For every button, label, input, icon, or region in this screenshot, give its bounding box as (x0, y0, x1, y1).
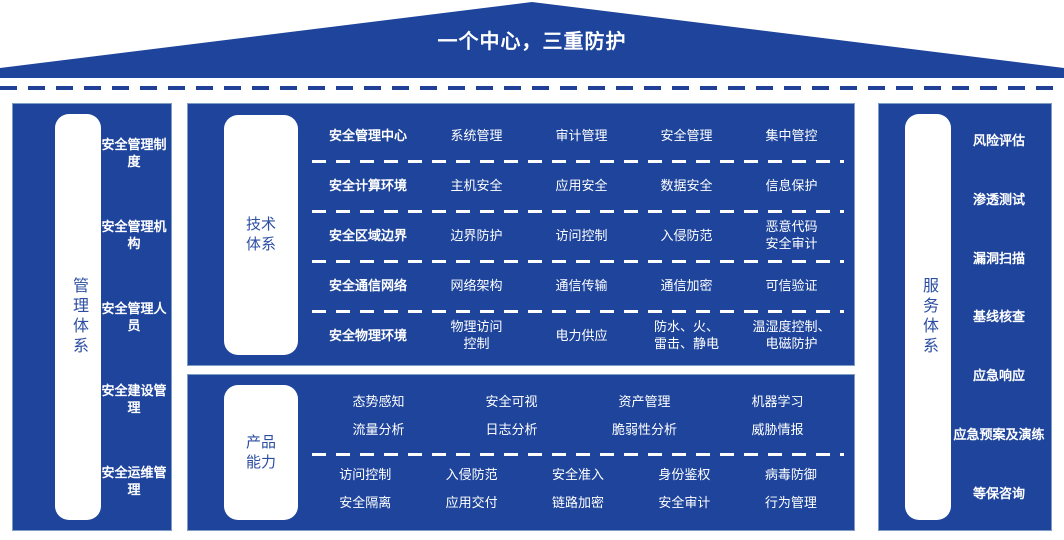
technical-cell[interactable]: 入侵防范 (660, 227, 713, 243)
technical-cell[interactable]: 边界防护 (450, 227, 503, 243)
management-item[interactable]: 安全管理人员 (101, 301, 167, 333)
technical-cell[interactable]: 电力供应 (555, 327, 608, 343)
technical-cell[interactable]: 通信传输 (555, 277, 608, 293)
product-cell[interactable]: 入侵防范 (445, 466, 498, 482)
technical-cell[interactable]: 应用安全 (555, 177, 608, 193)
technical-cell[interactable]: 可信验证 (765, 277, 818, 293)
product-cell[interactable]: 机器学习 (751, 394, 804, 410)
product-cell[interactable]: 流量分析 (352, 422, 405, 438)
technical-cell[interactable]: 主机安全 (450, 177, 503, 193)
technical-row: 安全管理中心 系统管理 审计管理 安全管理 集中管控 (312, 110, 844, 160)
technical-row: 安全物理环境 物理访问控制 电力供应 防水、火、雷击、静电 温湿度控制、电磁防护 (312, 310, 844, 360)
roof-shape (0, 0, 1064, 78)
product-cell[interactable]: 访问控制 (339, 466, 392, 482)
technical-row: 安全区域边界 边界防护 访问控制 入侵防范 恶意代码安全审计 (312, 210, 844, 260)
product-line: 访问控制 入侵防范 安全准入 身份鉴权 病毒防御 (312, 461, 844, 489)
service-item[interactable]: 漏洞扫描 (972, 250, 1025, 266)
product-line: 流量分析 日志分析 脆弱性分析 威胁情报 (312, 416, 844, 444)
technical-row-head[interactable]: 安全计算环境 (328, 177, 407, 193)
management-pill: 管理体系 (55, 114, 101, 520)
technical-row-head[interactable]: 安全通信网络 (328, 277, 407, 293)
product-cell[interactable]: 身份鉴权 (658, 466, 711, 482)
technical-cell[interactable]: 温湿度控制、电磁防护 (752, 319, 831, 351)
technical-cell[interactable]: 集中管控 (765, 127, 818, 143)
technical-cell[interactable]: 物理访问控制 (450, 319, 503, 351)
product-cell[interactable]: 安全隔离 (339, 494, 392, 510)
product-grid: 态势感知 安全可视 资产管理 机器学习 流量分析 日志分析 脆弱性分析 威胁情报… (312, 380, 844, 525)
roof-dashed-separator (0, 86, 1064, 90)
product-cell[interactable]: 链路加密 (552, 494, 605, 510)
technical-cell[interactable]: 数据安全 (660, 177, 713, 193)
technical-cell[interactable]: 信息保护 (765, 177, 818, 193)
management-item[interactable]: 安全管理制度 (101, 137, 167, 169)
technical-cell[interactable]: 网络架构 (450, 277, 503, 293)
product-cell[interactable]: 行为管理 (764, 494, 817, 510)
technical-row: 安全通信网络 网络架构 通信传输 通信加密 可信验证 (312, 260, 844, 310)
service-item[interactable]: 渗透测试 (972, 191, 1025, 207)
technical-cell[interactable]: 防水、火、雷击、静电 (653, 319, 719, 351)
product-cell[interactable]: 脆弱性分析 (611, 422, 677, 438)
product-block-controls: 访问控制 入侵防范 安全准入 身份鉴权 病毒防御 安全隔离 应用交付 链路加密 … (312, 452, 844, 526)
technical-grid: 安全管理中心 系统管理 审计管理 安全管理 集中管控 安全计算环境 主机安全 应… (312, 110, 844, 360)
product-cell[interactable]: 威胁情报 (751, 422, 804, 438)
management-item[interactable]: 安全运维管理 (101, 465, 167, 497)
service-item[interactable]: 等保咨询 (972, 485, 1025, 501)
product-cell[interactable]: 安全审计 (658, 494, 711, 510)
technical-cell[interactable]: 系统管理 (450, 127, 503, 143)
product-pill-line2: 能力 (245, 453, 276, 471)
service-item-list: 风险评估 渗透测试 漏洞扫描 基线核查 应急响应 应急预案及演练 等保咨询 (951, 126, 1047, 508)
product-pill-line1: 产品 (245, 433, 276, 451)
technical-cell[interactable]: 安全管理 (660, 127, 713, 143)
technical-cell[interactable]: 审计管理 (555, 127, 608, 143)
management-item[interactable]: 安全管理机构 (101, 219, 167, 251)
technical-row-head[interactable]: 安全物理环境 (328, 327, 407, 343)
technical-panel (187, 103, 855, 366)
technical-cell[interactable]: 通信加密 (660, 277, 713, 293)
technical-row-head[interactable]: 安全区域边界 (328, 227, 407, 243)
management-item-list: 安全管理制度 安全管理机构 安全管理人员 安全建设管理 安全运维管理 (101, 132, 167, 502)
product-cell[interactable]: 应用交付 (445, 494, 498, 510)
technical-pill: 技术 体系 (224, 115, 298, 355)
product-cell[interactable]: 病毒防御 (764, 466, 817, 482)
product-line: 态势感知 安全可视 资产管理 机器学习 (312, 388, 844, 416)
product-line: 安全隔离 应用交付 链路加密 安全审计 行为管理 (312, 489, 844, 517)
service-item[interactable]: 应急预案及演练 (953, 427, 1045, 443)
technical-row-head[interactable]: 安全管理中心 (328, 127, 407, 143)
product-cell[interactable]: 安全准入 (552, 466, 605, 482)
technical-cell[interactable]: 恶意代码安全审计 (765, 219, 818, 251)
product-cell[interactable]: 态势感知 (352, 394, 405, 410)
service-item[interactable]: 风险评估 (972, 133, 1025, 148)
management-item[interactable]: 安全建设管理 (101, 383, 167, 415)
product-cell[interactable]: 日志分析 (485, 422, 538, 438)
roof-triangle (0, 2, 1064, 78)
technical-pill-line1: 技术 (245, 216, 276, 233)
product-cell[interactable]: 资产管理 (618, 394, 671, 410)
service-item[interactable]: 应急响应 (972, 368, 1025, 384)
service-item[interactable]: 基线核查 (972, 309, 1025, 325)
technical-cell[interactable]: 访问控制 (555, 227, 608, 243)
technical-pill-line2: 体系 (245, 236, 276, 253)
product-cell[interactable]: 安全可视 (485, 394, 538, 410)
product-block-analytics: 态势感知 安全可视 资产管理 机器学习 流量分析 日志分析 脆弱性分析 威胁情报 (312, 380, 844, 453)
service-pill: 服务体系 (905, 114, 951, 520)
technical-row: 安全计算环境 主机安全 应用安全 数据安全 信息保护 (312, 160, 844, 210)
product-pill: 产品 能力 (224, 385, 298, 520)
